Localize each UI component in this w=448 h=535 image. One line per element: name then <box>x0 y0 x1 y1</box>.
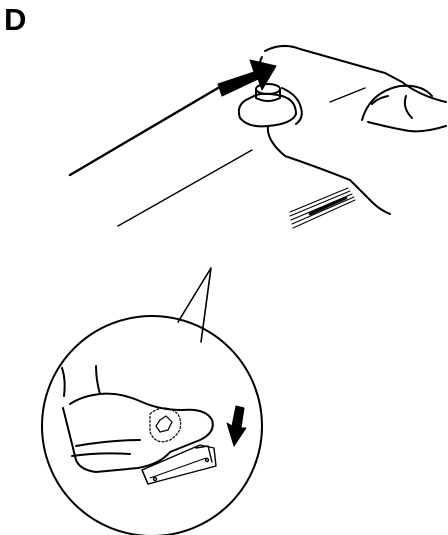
machine-edge-hatching <box>290 188 355 228</box>
machine-bed <box>70 88 365 226</box>
arrow-right-icon <box>218 60 276 96</box>
arrow-down-icon <box>227 406 246 446</box>
button-top <box>256 84 280 94</box>
shoe <box>62 366 213 472</box>
